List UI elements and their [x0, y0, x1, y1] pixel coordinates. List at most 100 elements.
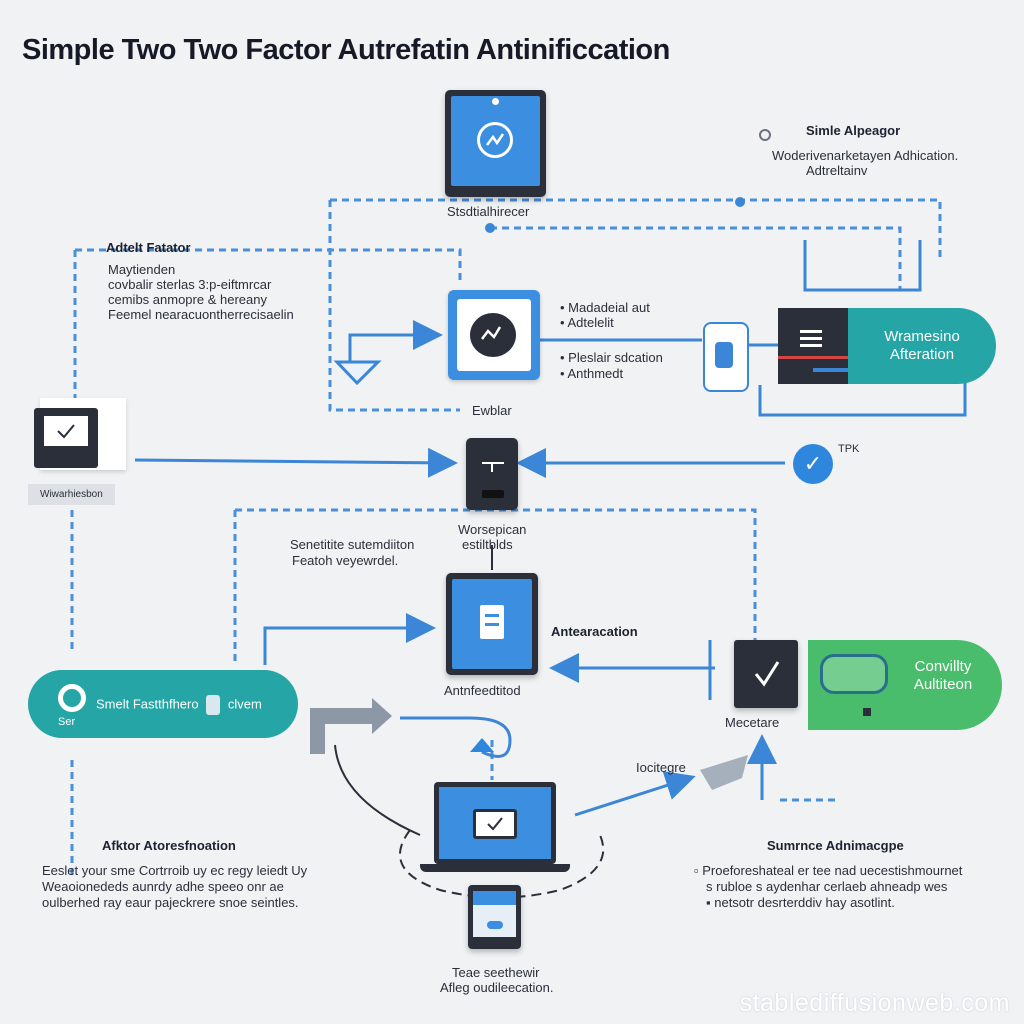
- link-icon: [477, 122, 513, 158]
- check-icon: [57, 424, 75, 439]
- bottom-right-line-2: s rubloe s aydenhar cerlaeb ahneadp wes: [706, 879, 948, 894]
- bottom-laptop-base: [420, 864, 570, 872]
- left-line-2: covbalir sterlas 3:p-eiftmrcar: [108, 277, 272, 292]
- right-pill-mark: [863, 708, 871, 716]
- toggle-icon: [820, 654, 888, 694]
- arrow-laptop-to-device: [134, 447, 458, 478]
- fingerprint-icon: [470, 313, 516, 357]
- lock-icon: [715, 342, 733, 368]
- bottom-right-heading: Sumrnce Adnimacgpe: [767, 838, 904, 853]
- dashed-connectors: [70, 198, 942, 880]
- left-heading: Adtelt Fatator: [106, 240, 191, 255]
- right-pill-line-1: Convillty: [914, 658, 972, 675]
- left-line-4: Feemel nearacuontherrecisaelin: [108, 307, 294, 322]
- legend-line-2: Adtreltainv: [806, 163, 868, 178]
- bottom-check-box: [473, 809, 517, 839]
- small-arrow-shape: [700, 755, 748, 790]
- page-title: Simple Two Two Factor Autrefatin Antinif…: [22, 34, 670, 66]
- bottom-center-line-2: Afleg oudileecation.: [440, 980, 554, 995]
- center-tablet-screen: [452, 579, 532, 669]
- connector-top-right: [330, 198, 942, 260]
- center-tablet-caption: Antnfeedtitod: [444, 683, 521, 698]
- circle-icon: [58, 684, 86, 712]
- bottom-right-line-3: ▪ netsotr desrterddiv hay asotlint.: [706, 895, 895, 910]
- left-pill-label: Smelt Fastthfhero clvem: [96, 695, 262, 715]
- bottom-left-heading: Afktor Atoresfnoation: [102, 838, 236, 853]
- left-laptop-inner: [44, 416, 88, 446]
- center-phone: [448, 290, 540, 380]
- right-pill-line-2: Aultiteon: [913, 676, 973, 693]
- dot-connector-2: [485, 223, 495, 233]
- arrow-to-tablet: [263, 613, 436, 665]
- left-pill-user-icon: [206, 695, 221, 715]
- bullet-2b: • Anthmedt: [560, 366, 624, 381]
- right-pill: Convillty Aultiteon: [808, 640, 1002, 730]
- connector-right-loop: [803, 240, 922, 292]
- legend-line-1: Woderivenarketayen Adhication.: [772, 148, 959, 163]
- checkmark-icon: [754, 661, 780, 687]
- bullet-2a: • Pleslair sdcation: [560, 350, 663, 365]
- menu-icon: [800, 330, 822, 333]
- bottom-phone-screen: [473, 891, 516, 937]
- left-laptop-caption: Wiwarhiesbon: [28, 484, 115, 505]
- right-pill-text: Convillty Aultiteon: [888, 658, 998, 694]
- arrow-graphic: [310, 698, 392, 754]
- top-phone-caption: Stsdtialhirecer: [447, 204, 530, 219]
- arrow-laptop-to-right: [574, 771, 696, 817]
- left-pill: Smelt Fastthfhero clvem Ser: [28, 670, 298, 738]
- bullet-1a: • Madadeial aut: [560, 300, 650, 315]
- left-pill-label-text: Smelt Fastthfhero: [96, 696, 199, 712]
- watermark: stablediffusionweb.com: [739, 989, 1010, 1017]
- middle-device: [466, 438, 518, 510]
- middle-device-slot: [482, 490, 504, 498]
- triangle-icon: [333, 360, 382, 386]
- connector-pill-loop: [758, 380, 967, 417]
- connector-top: [328, 200, 460, 412]
- bottom-left-line-2: Weaoionededs aunrdy adhe speeo onr ae: [42, 879, 284, 894]
- mid-label: Ewblar: [472, 403, 512, 418]
- document-icon: [480, 605, 504, 639]
- right-device: [734, 640, 798, 708]
- bottom-right-line-1: ▫ Proeforeshateal er tee nad uecestishmo…: [694, 863, 963, 878]
- middle-device-caption-1: Worsepican: [458, 522, 527, 537]
- connector-mid-top: [235, 508, 757, 640]
- top-right-pill-line-2: Afteration: [889, 346, 955, 363]
- left-line-3: cemibs anmopre & hereany: [108, 292, 267, 307]
- bottom-laptop-screen: [439, 787, 551, 859]
- middle-device-line: [482, 462, 504, 464]
- top-right-pill-text: Wramesino Afteration: [852, 328, 992, 364]
- check-label: TPK: [838, 443, 860, 455]
- solid-connectors: [134, 240, 967, 817]
- bottom-phone: [468, 885, 521, 949]
- center-phone-screen: [457, 299, 531, 371]
- center-tablet-side-label: Antearacation: [551, 624, 638, 639]
- connector-left-top: [75, 248, 462, 285]
- top-right-pill-line-1: Wramesino: [884, 328, 960, 345]
- pill-dark-block: [778, 308, 848, 384]
- pill-blue-bar: [813, 368, 848, 372]
- doc-line-1: [485, 614, 499, 617]
- bullet-1b: • Adtelelit: [560, 315, 614, 330]
- left-laptop: [30, 398, 128, 476]
- top-phone: [445, 90, 546, 197]
- left-pill-sub: Ser: [58, 716, 76, 728]
- top-phone-screen: [451, 96, 540, 186]
- lock-box: [703, 322, 749, 392]
- top-right-pill: Wramesino Afteration: [778, 308, 996, 384]
- middle-device-caption-2: estiltblds: [462, 537, 513, 552]
- center-tablet: [446, 573, 538, 675]
- bottom-left-line-1: Eeslet your sme Cortrroib uy ec regy lei…: [42, 863, 308, 878]
- dot-top-right: [759, 129, 771, 141]
- pill-to-laptop: [334, 744, 421, 836]
- cloud-icon: [487, 921, 503, 929]
- left-line-1: Maytienden: [108, 262, 176, 277]
- left-laptop-screen: [34, 408, 98, 468]
- bottom-left-line-3: oulberhed ray eaur pajeckrere snoe seint…: [42, 895, 299, 910]
- check-icon: [487, 817, 503, 831]
- doc-line-2: [485, 623, 499, 626]
- small-up-arrow: [470, 738, 494, 752]
- laptop-label: Iocitegre: [636, 760, 686, 775]
- right-device-caption: Mecetare: [725, 715, 780, 730]
- middle-left-line-2: Featoh veyewrdel.: [292, 553, 399, 568]
